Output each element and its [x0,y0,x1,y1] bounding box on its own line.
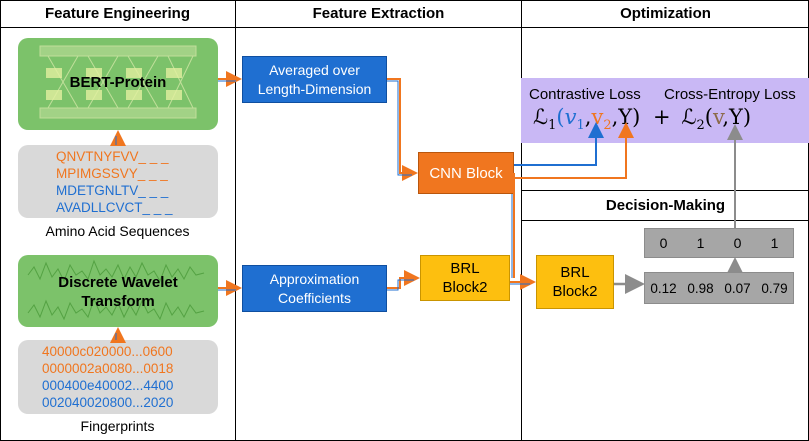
binary-output-cell: 0 [659,235,668,251]
v2-symbol: v [591,105,604,129]
contrastive-loss-label: Contrastive Loss [529,86,641,103]
arrow-approx-to-brl [387,270,420,289]
v2-subscript: 2 [603,118,612,134]
v1-symbol: v [564,105,577,129]
bert-network-graphic [39,45,197,119]
arrow-cnn-to-v1 [514,122,604,166]
binary-output-row: 0 1 0 1 [644,228,794,258]
sequence-list: QNVTNYFVV_ _ _ MPIMGSSVY_ _ _ MDETGNLTV_… [56,148,173,216]
averaged-line1: Averaged over [269,61,360,78]
paren-open2: ( [704,105,713,129]
comma1: , [584,105,592,129]
arrow-cnn-to-v2 [514,122,634,179]
sequence-item: MDETGNLTV_ _ _ [56,183,169,198]
averaged-line2: Length-Dimension [257,80,372,97]
loss-formula: ℒ1(v1,v2,Y) + ℒ2(v,Y) [533,105,751,133]
probability-output-cell: 0.98 [687,280,714,296]
l1-subscript: 1 [548,118,557,134]
dwt-label: Discrete Wavelet Transform [18,273,218,311]
dwt-label-line1: Discrete Wavelet [58,274,178,291]
approximation-line1: Approximation [269,270,360,287]
fingerprints-caption: Fingerprints [80,418,155,434]
header-feature-extraction: Feature Extraction [312,5,445,22]
paren-open: ( [556,105,565,129]
brl-right-line1: BRL [560,264,590,281]
l2-symbol: ℒ [681,105,697,129]
fingerprint-item: 002040020800...2020 [42,395,174,410]
binary-output-cell: 0 [733,235,742,251]
averaged-box: Averaged over Length-Dimension [242,56,387,103]
arrow-averaged-to-cnn [387,78,418,181]
v1-subscript: 1 [576,118,585,134]
fingerprint-list: 40000c020000...0600 0000002a0080...0018 … [42,343,173,411]
approximation-box: Approximation Coefficients [242,265,387,312]
fingerprint-item: 0000002a0080...0018 [42,361,174,376]
l2-subscript: 2 [696,118,705,134]
dwt-label-line2: Transform [81,293,155,310]
header-feature-engineering: Feature Engineering [44,5,191,22]
dwt-box: Discrete Wavelet Transform [18,255,218,327]
brl-block-right: BRL Block2 [536,255,614,309]
brl-mid-line2: Block2 [442,279,488,296]
v-symbol: v [712,105,723,129]
sequences-caption: Amino Acid Sequences [45,223,190,239]
sequence-item: AVADLLCVCT_ _ _ [56,200,173,215]
brl-mid-line1: BRL [450,260,480,277]
sequence-item: MPIMGSSVY_ _ _ [56,166,168,181]
sequence-item: QNVTNYFVV_ _ _ [56,149,169,164]
fingerprint-item: 40000c020000...0600 [42,344,173,359]
binary-output-cell: 1 [696,235,705,251]
header-optimization: Optimization [620,5,711,22]
l1-symbol: ℒ [533,105,549,129]
loss-box: Contrastive Loss Cross-Entropy Loss ℒ1(v… [521,78,809,143]
brl-right-line2: Block2 [552,283,598,300]
bert-protein-label: BERT-Protein [69,74,167,91]
fingerprint-item: 000400e40002...4400 [42,378,174,393]
plus-symbol: + [653,105,671,129]
cross-entropy-loss-label: Cross-Entropy Loss [664,86,796,103]
wavelet-graphic [27,259,205,321]
sequences-box: QNVTNYFVV_ _ _ MPIMGSSVY_ _ _ MDETGNLTV_… [18,145,218,218]
approximation-line2: Coefficients [278,289,351,306]
fingerprints-box: 40000c020000...0600 0000002a0080...0018 … [18,340,218,414]
probability-output-cell: 0.12 [650,280,677,296]
binary-output-cell: 1 [770,235,779,251]
probability-output-cell: 0.79 [761,280,788,296]
bert-protein-box: BERT-Protein [18,38,218,130]
header-decision-making: Decision-Making [605,197,726,214]
probability-output-cell: 0.07 [724,280,751,296]
brl-block-mid: BRL Block2 [420,255,510,301]
